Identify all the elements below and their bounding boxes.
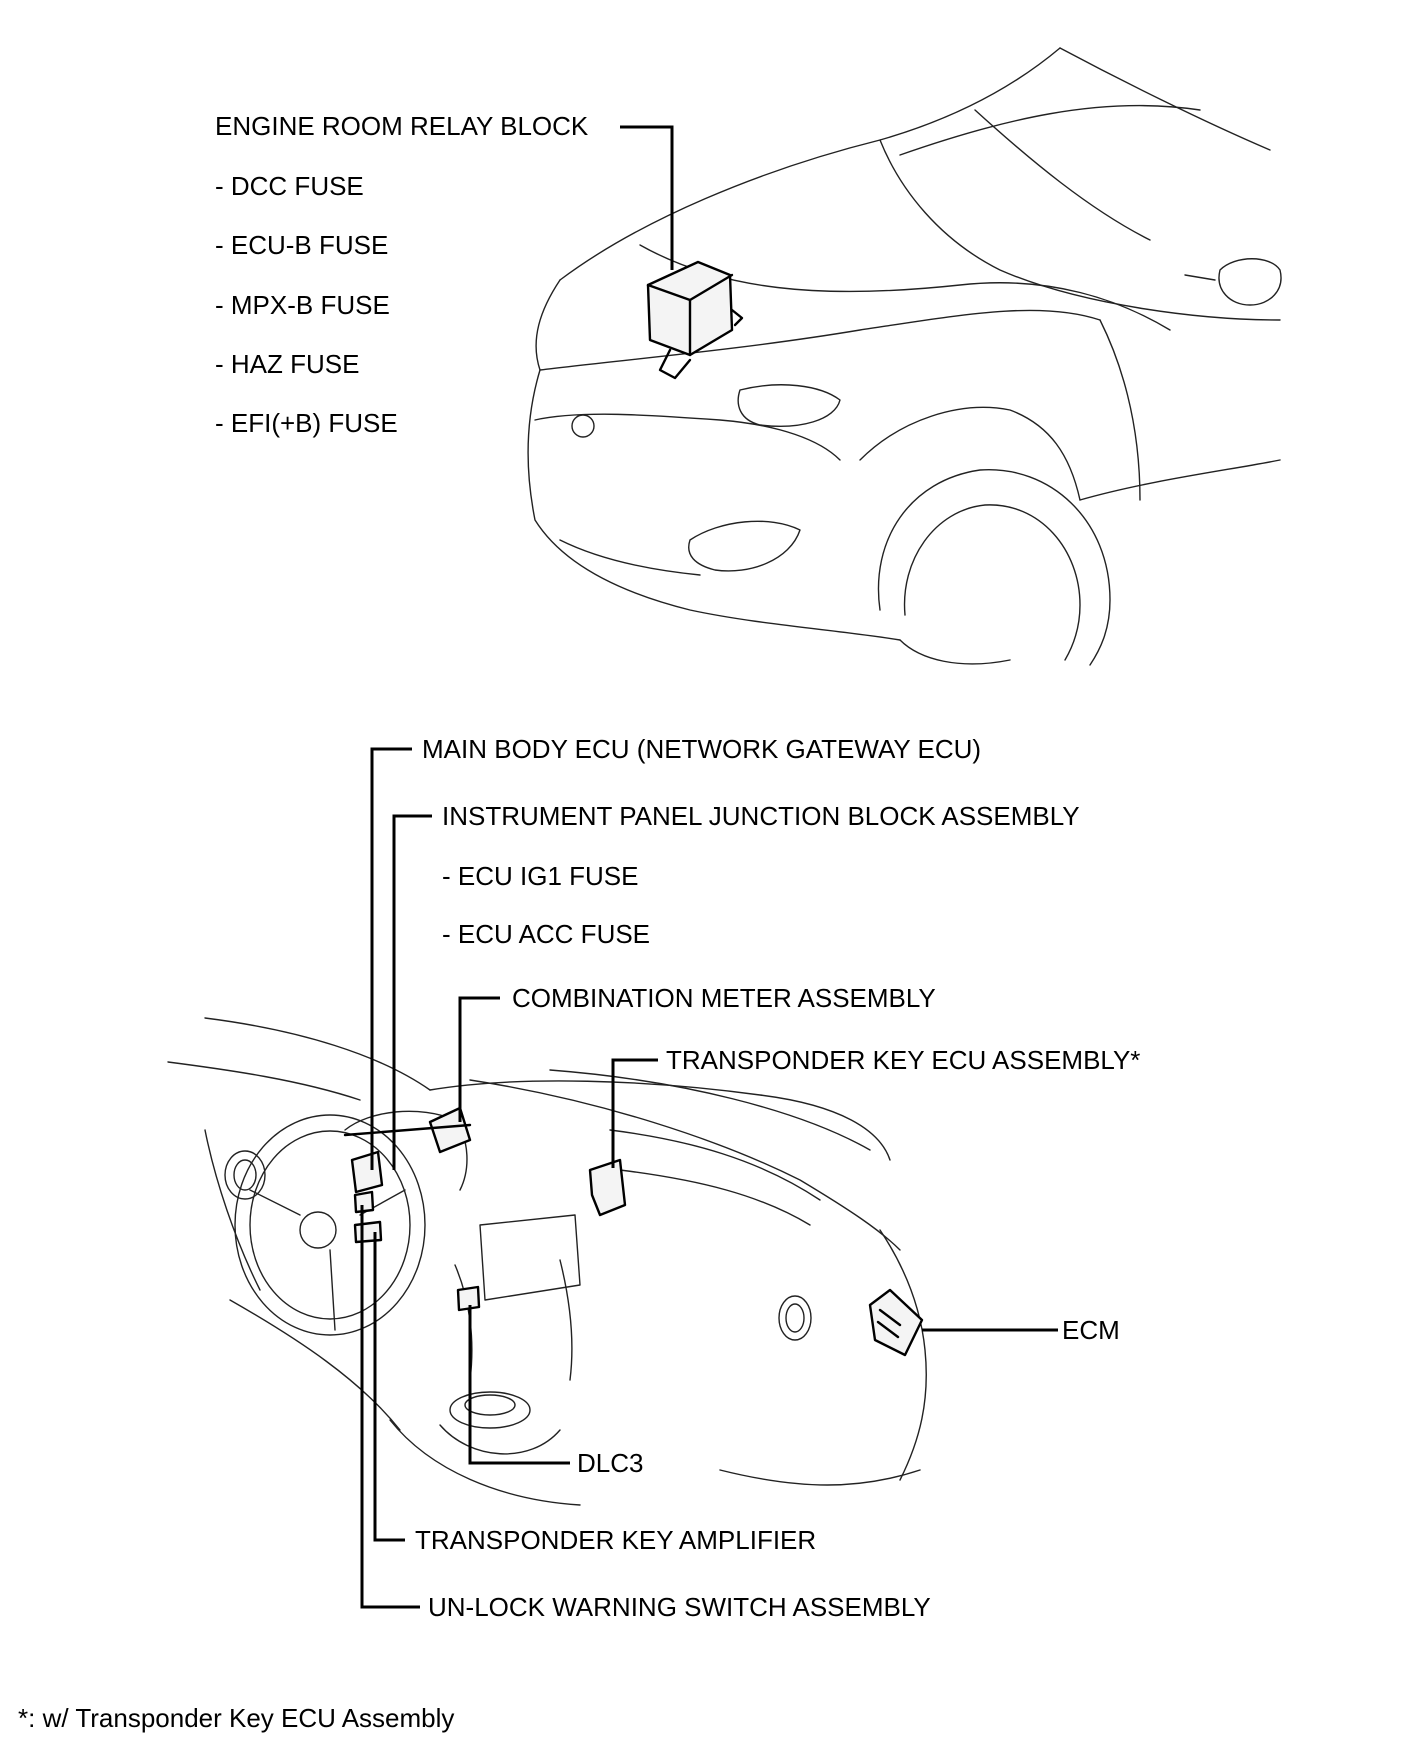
combination-meter-part (343, 1106, 472, 1154)
dlc3-label: DLC3 (577, 1448, 643, 1478)
switch-parts (353, 1190, 383, 1244)
car-front-illustration (527, 47, 1282, 666)
ip-fuse-item: - ECU IG1 FUSE (442, 861, 638, 891)
ecm-label: ECM (1062, 1315, 1120, 1345)
footnote: *: w/ Transponder Key ECU Assembly (18, 1703, 454, 1733)
main-body-ecu-label: MAIN BODY ECU (NETWORK GATEWAY ECU) (422, 734, 981, 764)
transponder-amplifier-label: TRANSPONDER KEY AMPLIFIER (415, 1525, 816, 1555)
ip-junction-block-leader-line (392, 814, 432, 1170)
ecm-part (868, 1288, 924, 1357)
combination-meter-label: COMBINATION METER ASSEMBLY (512, 983, 936, 1013)
engine-room-fuse-item: - MPX-B FUSE (215, 290, 390, 320)
engine-room-relay-block-label: ENGINE ROOM RELAY BLOCK (215, 111, 589, 141)
dlc3-leader-line (468, 1305, 570, 1465)
ip-fuse-item: - ECU ACC FUSE (442, 919, 650, 949)
engine-room-fuse-item: - ECU-B FUSE (215, 230, 388, 260)
ip-junction-block-label: INSTRUMENT PANEL JUNCTION BLOCK ASSEMBLY (442, 801, 1080, 831)
unlock-switch-leader-line (360, 1205, 420, 1609)
transponder-amplifier-leader-line (373, 1232, 405, 1542)
main-body-ecu-part (350, 1150, 384, 1194)
combination-meter-leader-line (458, 996, 500, 1122)
engine-room-fuse-item: - HAZ FUSE (215, 349, 359, 379)
unlock-switch-label: UN-LOCK WARNING SWITCH ASSEMBLY (428, 1592, 931, 1622)
transponder-key-ecu-part (588, 1158, 627, 1217)
engine-room-relay-block-part (646, 260, 744, 380)
transponder-ecu-leader-line (611, 1058, 658, 1168)
engine-room-fuse-item: - EFI(+B) FUSE (215, 408, 398, 438)
dashboard-illustration (167, 1017, 927, 1506)
relay-block-leader-line (620, 125, 674, 270)
dlc3-part (456, 1285, 481, 1312)
engine-room-fuse-item: - DCC FUSE (215, 171, 364, 201)
transponder-ecu-label: TRANSPONDER KEY ECU ASSEMBLY* (666, 1045, 1140, 1075)
main-body-ecu-leader-line (370, 747, 412, 1170)
